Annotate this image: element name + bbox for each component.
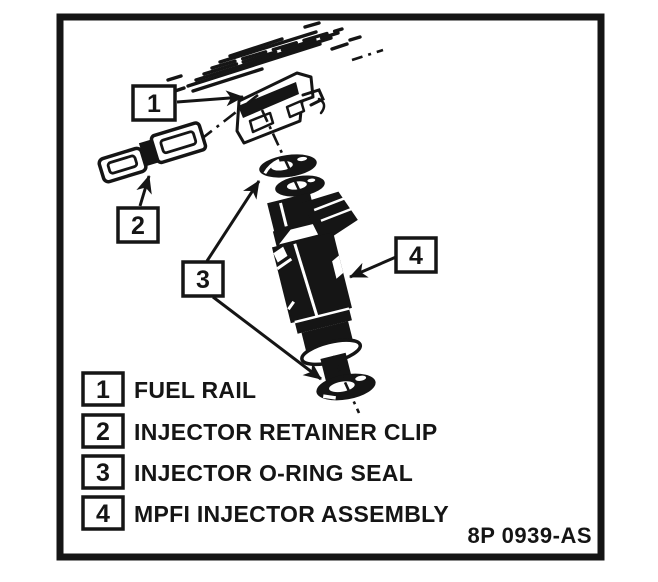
leader-arrow-1 [176,90,244,107]
assembly-axis-lines [199,48,384,142]
legend-row-4: 4 MPFI INJECTOR ASSEMBLY [81,495,449,531]
legend-row-2: 2 INJECTOR RETAINER CLIP [81,413,438,449]
legend-label-4: MPFI INJECTOR ASSEMBLY [134,501,449,527]
legend-label-2: INJECTOR RETAINER CLIP [134,419,438,445]
callout-4-number: 4 [409,242,423,270]
retainer-clip-drawing [97,121,208,184]
leader-arrow-3-upper [205,180,261,262]
leader-arrow-3-lower [212,295,322,381]
callout-4: 4 [394,236,438,274]
o-ring-seal-lower-drawing [316,355,376,414]
leader-arrow-4 [349,255,397,279]
callout-2-number: 2 [131,212,145,240]
figure-reference-code: 8P 0939-AS [468,523,592,548]
legend-label-1: FUEL RAIL [134,377,256,403]
o-ring-seal-upper-drawing [259,109,325,197]
callout-1-number: 1 [147,90,161,118]
legend-label-3: INJECTOR O-RING SEAL [134,460,413,486]
legend-number-4: 4 [96,500,110,528]
callout-1: 1 [131,84,177,122]
callout-2: 2 [116,206,160,244]
legend: 1 FUEL RAIL 2 INJECTOR RETAINER CLIP 3 I… [81,371,449,531]
legend-number-2: 2 [96,418,110,446]
legend-number-3: 3 [96,459,110,487]
leader-arrows [136,90,397,381]
legend-row-1: 1 FUEL RAIL [81,371,256,407]
leader-arrow-2 [136,175,152,207]
callout-3: 3 [181,260,225,298]
legend-number-1: 1 [96,376,110,404]
callout-3-number: 3 [196,266,210,294]
fuel-rail-drawing [235,71,326,145]
legend-row-3: 3 INJECTOR O-RING SEAL [81,454,413,490]
